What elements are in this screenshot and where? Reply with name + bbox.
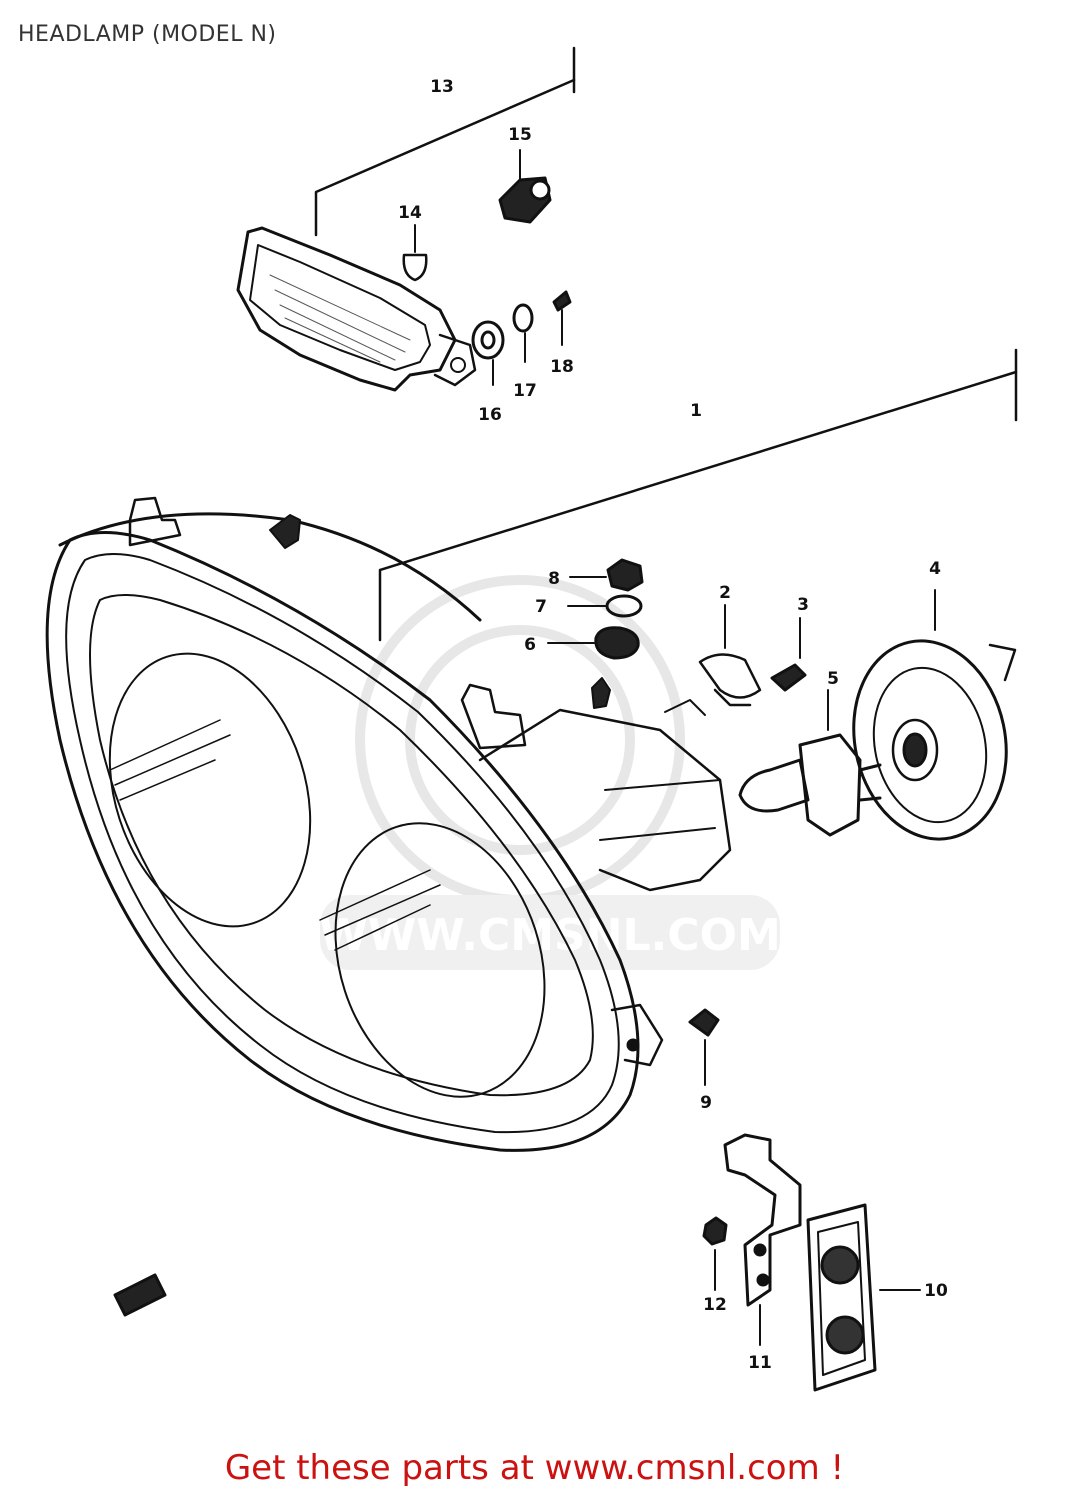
position-bulb-shape — [402, 224, 428, 282]
socket-cover-shape — [852, 589, 1017, 841]
stray-clip-shape — [113, 1273, 167, 1317]
part-number-2: 2 — [719, 583, 731, 603]
part-number-17: 17 — [513, 381, 537, 401]
part-number-3: 3 — [797, 595, 809, 615]
position-lamp — [236, 226, 477, 392]
leader-1 — [378, 348, 1018, 642]
bolt-shape — [688, 1008, 720, 1086]
part-number-15: 15 — [508, 125, 532, 145]
part-number-7: 7 — [535, 597, 547, 617]
nut-12-shape — [702, 1216, 728, 1291]
part-number-5: 5 — [827, 669, 839, 689]
headlamp-bulb-shape — [738, 689, 882, 837]
part-number-4: 4 — [929, 559, 941, 579]
part-number-16: 16 — [478, 405, 502, 425]
bulb-socket-shape — [498, 149, 552, 224]
part-number-10: 10 — [924, 1281, 948, 1301]
headlamp-body — [45, 496, 732, 1152]
diagram-title: HEADLAMP (MODEL N) — [18, 22, 277, 47]
part-number-11: 11 — [748, 1353, 772, 1373]
footer-shop-link[interactable]: Get these parts at www.cmsnl.com ! — [224, 1448, 845, 1488]
part-number-18: 18 — [550, 357, 574, 377]
screw-shape — [770, 617, 807, 692]
mount-parts-6-8 — [547, 558, 644, 660]
part-number-13: 13 — [430, 77, 454, 97]
part-number-6: 6 — [524, 635, 536, 655]
part-number-1: 1 — [690, 401, 702, 421]
part-number-9: 9 — [700, 1093, 712, 1113]
reflector-bracket-shape — [723, 1133, 802, 1346]
leader-13 — [314, 46, 576, 237]
part-number-12: 12 — [703, 1295, 727, 1315]
part-number-14: 14 — [398, 203, 422, 223]
watermark-text: WWW.CMSNL.COM — [319, 910, 781, 961]
part-number-8: 8 — [548, 569, 560, 589]
small-parts-16-18 — [471, 290, 572, 386]
socket-bracket-shape — [664, 604, 762, 716]
reflector-shape — [806, 1203, 921, 1392]
